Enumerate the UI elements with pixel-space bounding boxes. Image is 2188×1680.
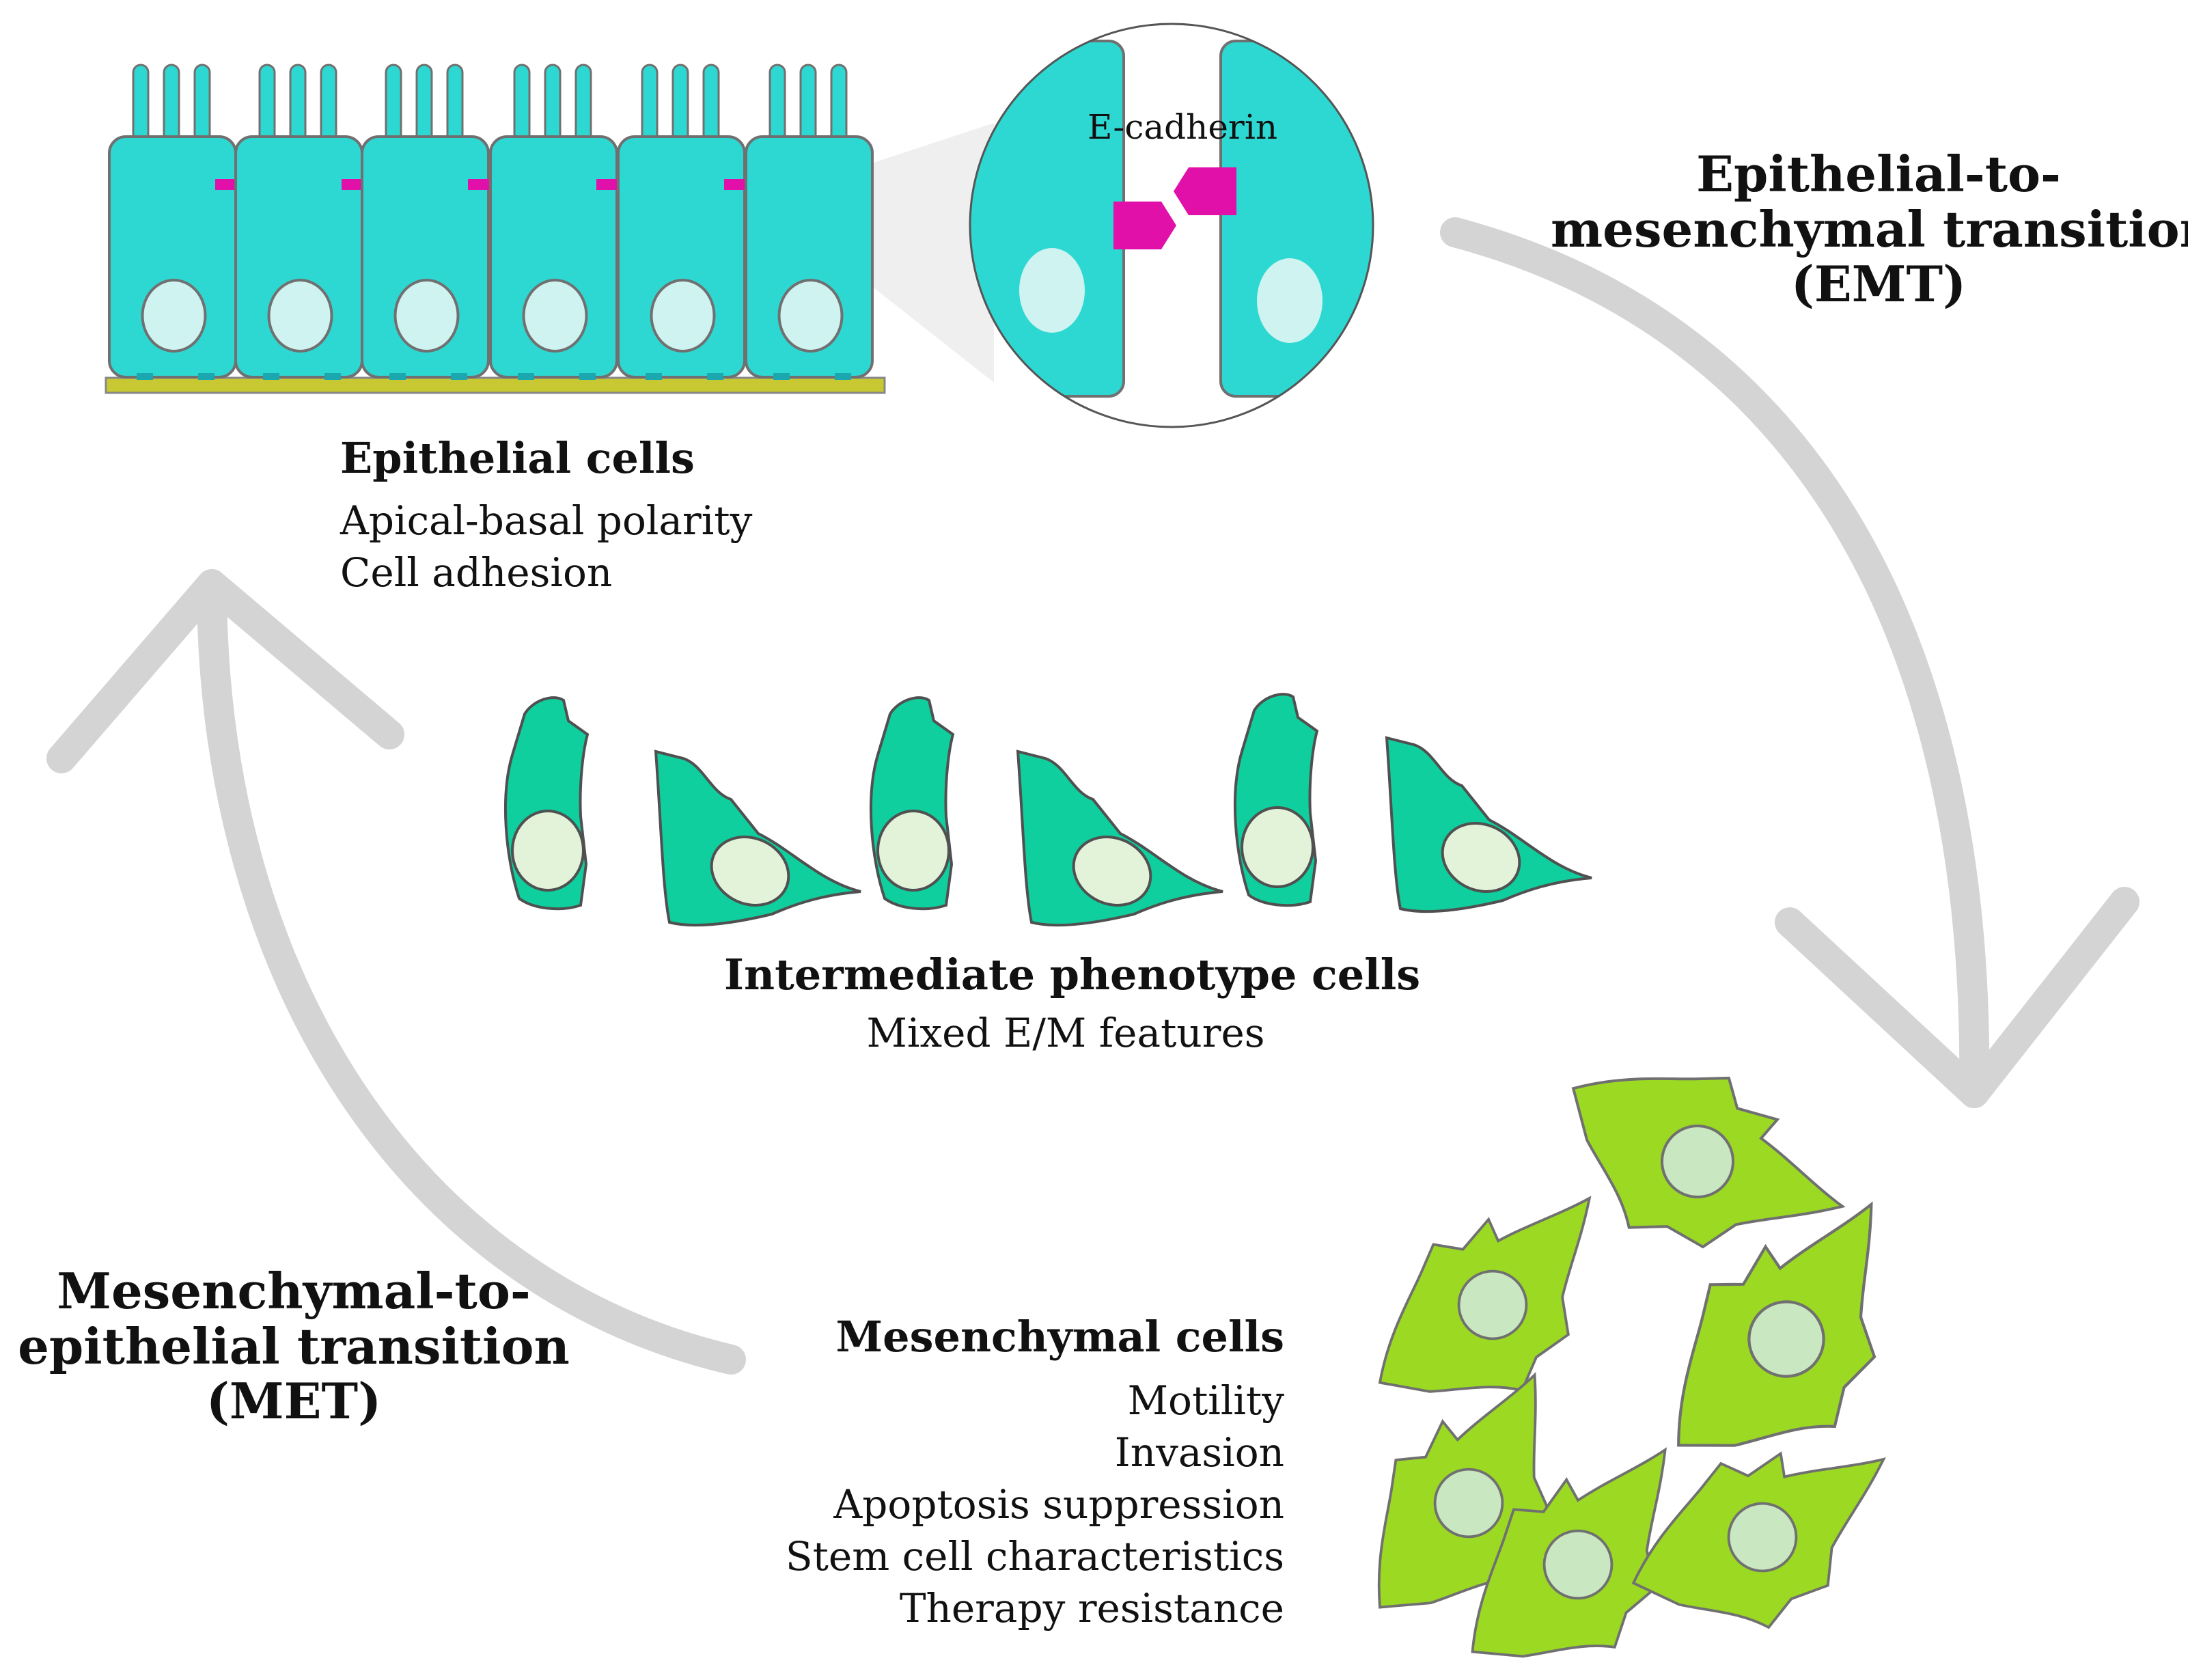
zoom-nucleus-left [1019, 248, 1085, 333]
microvillus [446, 64, 464, 145]
intermediate-title: Intermediate phenotype cells [724, 950, 1421, 1000]
mesenchymal-cell [1631, 1451, 1886, 1629]
met-label-line-2: epithelial transition [18, 1317, 570, 1375]
microvillus [320, 64, 337, 145]
e-cadherin-molecule-right [1174, 167, 1236, 215]
epithelial-nucleus [777, 279, 844, 353]
mesenchymal-feature-4: Stem cell characteristics [785, 1533, 1284, 1580]
basal-anchor [137, 373, 153, 380]
microvillus [574, 64, 592, 145]
epithelial-nucleus [267, 279, 333, 353]
intermediate-cell [1233, 693, 1319, 907]
microvillus [544, 64, 562, 145]
emt-cycle-arrow [1440, 217, 2139, 1108]
intermediate-cells [503, 693, 1592, 927]
intermediate-nucleus [876, 810, 950, 892]
intermediate-nucleus [1241, 806, 1314, 888]
e-cadherin-label: E-cadherin [1088, 107, 1278, 147]
e-cadherin-molecule-left [1113, 202, 1176, 249]
basal-anchor [646, 373, 662, 380]
mesenchymal-nucleus [1457, 1269, 1528, 1340]
met-label: Mesenchymal-to- epithelial transition (M… [0, 1262, 587, 1431]
epithelial-nucleus [141, 279, 207, 353]
mesenchymal-cell [1471, 1447, 1667, 1658]
microvillus [132, 64, 150, 145]
epithelial-nucleus [650, 279, 716, 353]
microvillus [289, 64, 307, 145]
microvillus [830, 64, 848, 145]
zoom-nucleus-right [1257, 258, 1323, 343]
mesenchymal-feature-3: Apoptosis suppression [833, 1481, 1284, 1528]
zoom-circle [969, 23, 1374, 428]
epithelial-feature-2: Cell adhesion [340, 549, 613, 596]
mesenchymal-title: Mesenchymal cells [835, 1312, 1284, 1362]
intermediate-cell [503, 696, 590, 911]
intermediate-feature-1: Mixed E/M features [866, 1010, 1265, 1056]
emt-label: Epithelial-to- mesenchymal transition (E… [1551, 145, 2188, 314]
microvillus [641, 64, 659, 145]
basal-anchor [324, 373, 341, 380]
microvillus [702, 64, 720, 145]
microvillus [415, 64, 433, 145]
epithelial-nucleus [522, 279, 588, 353]
mesenchymal-nucleus [1542, 1529, 1614, 1600]
intermediate-cell [1385, 736, 1592, 913]
intermediate-nucleus [511, 810, 585, 892]
emt-label-line-2: mesenchymal transition [1551, 199, 2188, 258]
epithelial-layer [105, 64, 886, 394]
basal-anchor [773, 373, 790, 380]
intermediate-cell [1016, 749, 1223, 927]
mesenchymal-cell [1571, 1076, 1846, 1249]
epithelial-cell [489, 64, 639, 380]
epithelial-cell [617, 64, 766, 380]
microvillus [513, 64, 531, 145]
microvillus [385, 64, 402, 145]
microvillus [671, 64, 689, 145]
emt-label-line-1: Epithelial-to- [1696, 145, 2061, 203]
mesenchymal-nucleus [1747, 1300, 1825, 1378]
basal-anchor [835, 373, 851, 380]
mesenchymal-cell [1378, 1196, 1592, 1393]
epithelial-cell [234, 64, 384, 380]
mesenchymal-nucleus [1433, 1468, 1504, 1539]
basal-anchor [707, 373, 723, 380]
basal-anchor [451, 373, 467, 380]
basal-anchor [263, 373, 279, 380]
mesenchymal-feature-2: Invasion [1114, 1429, 1284, 1476]
basal-anchor [518, 373, 534, 380]
intermediate-nucleus [710, 836, 790, 907]
basal-anchor [389, 373, 406, 380]
met-label-line-3: (MET) [206, 1372, 382, 1431]
mesenchymal-nucleus [1661, 1125, 1734, 1198]
zoom-cell-right [1219, 40, 1373, 398]
mesenchymal-feature-1: Motility [1127, 1377, 1284, 1424]
basal-anchor [198, 373, 214, 380]
intermediate-nucleus [1441, 822, 1521, 893]
microvillus [768, 64, 786, 145]
microvillus [163, 64, 180, 145]
mesenchymal-feature-5: Therapy resistance [899, 1585, 1284, 1631]
microvillus [799, 64, 817, 145]
epithelial-feature-1: Apical-basal polarity [340, 497, 753, 544]
mesenchymal-cell [1677, 1201, 1877, 1447]
intermediate-cell [654, 749, 861, 927]
microvillus [193, 64, 211, 145]
met-label-line-1: Mesenchymal-to- [57, 1262, 531, 1320]
epithelial-title: Epithelial cells [340, 433, 695, 483]
intermediate-cell [869, 696, 955, 911]
epithelial-nucleus [393, 279, 460, 353]
epithelial-cell [108, 64, 258, 380]
basal-anchor [579, 373, 596, 380]
intermediate-nucleus [1072, 836, 1152, 907]
emt-label-line-3: (EMT) [1790, 255, 1967, 314]
epithelial-cell [745, 64, 874, 380]
microvillus [258, 64, 276, 145]
epithelial-cell [361, 64, 510, 380]
met-cycle-arrow [46, 569, 746, 1375]
mesenchymal-cells [1377, 1076, 1886, 1658]
mesenchymal-nucleus [1727, 1502, 1798, 1573]
basement-membrane [105, 376, 886, 394]
